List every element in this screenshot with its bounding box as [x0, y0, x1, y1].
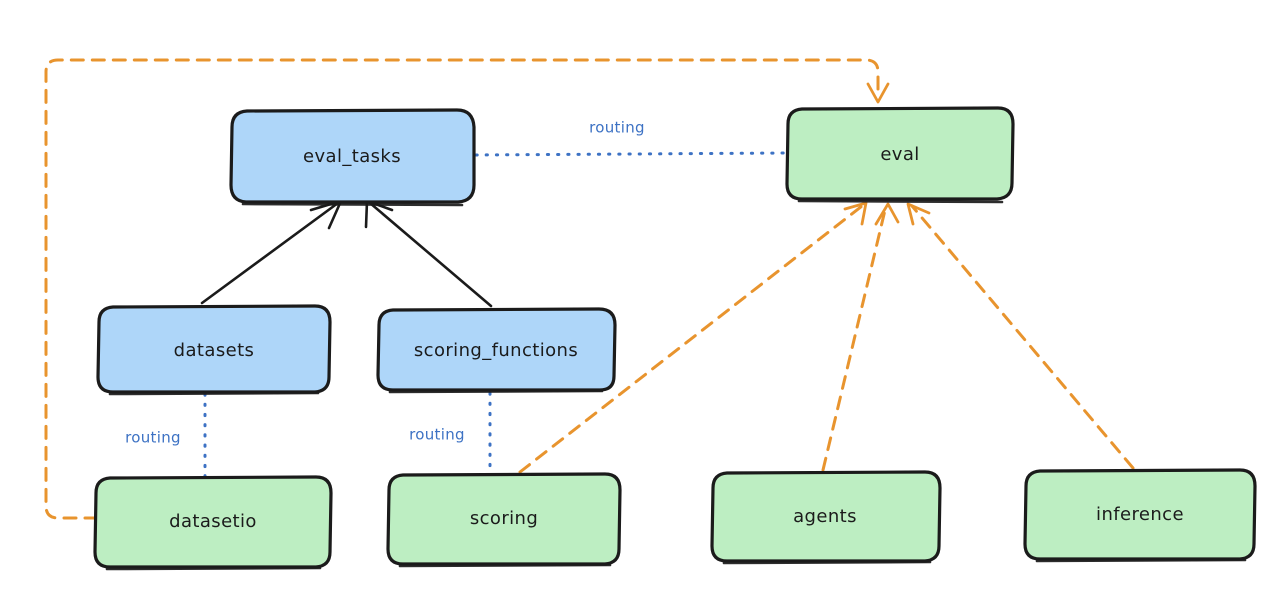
node-label-scoring: scoring	[470, 508, 538, 529]
node-datasetio[interactable]: datasetio	[93, 475, 333, 571]
node-label-agents: agents	[793, 506, 857, 527]
node-label-scoring-functions: scoring_functions	[414, 340, 578, 361]
edge-datasets-to-eval-tasks	[200, 199, 343, 305]
edge-datasetio-to-eval	[44, 58, 890, 520]
node-label-eval-tasks: eval_tasks	[303, 146, 401, 167]
node-eval[interactable]: eval	[785, 106, 1015, 204]
edge-label-routing-eval-tasks: routing	[589, 119, 645, 137]
edge-scoring-to-eval	[518, 201, 868, 474]
node-inference[interactable]: inference	[1023, 468, 1257, 563]
edge-label-routing-scoring-functions: routing	[409, 426, 465, 444]
edge-inference-to-eval	[906, 202, 1135, 470]
edge-label-routing-datasets: routing	[125, 429, 181, 447]
node-label-datasetio: datasetio	[169, 511, 257, 532]
node-scoring[interactable]: scoring	[386, 472, 622, 568]
edge-agents-to-eval	[821, 202, 900, 472]
node-datasets[interactable]: datasets	[96, 304, 332, 396]
node-agents[interactable]: agents	[710, 470, 942, 565]
edge-scoring-functions-to-eval-tasks	[364, 199, 493, 308]
node-eval-tasks[interactable]: eval_tasks	[229, 108, 476, 207]
node-label-datasets: datasets	[174, 340, 255, 361]
node-label-inference: inference	[1096, 504, 1184, 525]
node-scoring-functions[interactable]: scoring_functions	[376, 307, 617, 394]
edge-eval-tasks-to-eval	[474, 151, 788, 157]
node-label-eval: eval	[880, 144, 919, 165]
